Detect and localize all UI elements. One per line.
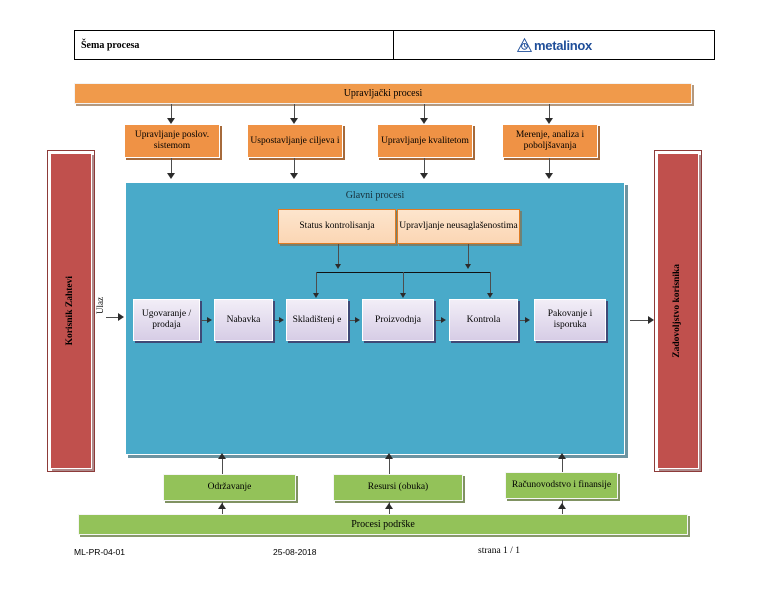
status-control-box: Status kontrolisanja [278,209,396,244]
input-label: Ulaz [95,297,105,314]
connector-mgmt-2 [294,104,295,120]
connector-chain-3-4 [435,320,444,321]
arrowhead-mgmt-main-2 [290,173,298,179]
connector-mgmt-main-4 [549,158,550,175]
customer-requirements-panel: Korisnik Zahtevi [47,150,95,472]
connector-peach-2-down [468,244,469,266]
connector-bus-storage [316,272,317,295]
connector-mgmt-main-1 [171,158,172,175]
connector-mgmt-main-2 [294,158,295,175]
connector-mgmt-1 [171,104,172,120]
support-label-0: Održavanje [207,482,252,493]
mgmt-box-label-2: Upravljanje kvalitetom [381,135,469,146]
support-processes-bar: Procesi podrške [78,514,688,535]
mgmt-box-label-0: Upravljanje poslov. sistemom [134,130,210,151]
process-label-1: Nabavka [226,314,261,325]
customer-satisfaction-label: Zadovoljstvo korisnika [672,264,683,358]
mgmt-box-goals: Uspostavljanje ciljeva i [247,124,343,158]
arrowhead-mgmt-4 [545,118,553,124]
arrowhead-chain-2-3 [355,317,360,323]
arrowhead-support-3 [558,453,566,459]
arrowhead-mgmt-main-4 [545,173,553,179]
arrowhead-mgmt-1 [167,118,175,124]
arrowhead-mgmt-main-3 [420,173,428,179]
connector-peach-1-down [338,244,339,266]
process-label-5: Pakovanje i isporuka [547,309,593,330]
logo-cell: metalinox [394,31,714,59]
page-title: Šema procesa [81,39,140,51]
arrowhead-peach-2 [465,264,471,269]
connector-support-1 [222,458,223,474]
mgmt-box-label-3: Merenje, analiza i poboljšavanja [515,130,585,151]
support-box-resources: Resursi (obuka) [333,474,463,501]
metalinox-mark-icon [516,37,533,52]
customer-requirements-label: Korisnik Zahtevi [65,276,76,346]
arrowhead-bar-support-3 [558,503,566,509]
arrowhead-bar-support-1 [218,503,226,509]
connector-chain-2-3 [349,320,357,321]
process-box-control: Kontrola [449,299,518,341]
support-box-accounting: Računovodstvo i finansije [505,472,618,499]
connector-mgmt-3 [424,104,425,120]
customer-satisfaction-panel: Zadovoljstvo korisnika [654,150,702,472]
connector-support-3 [562,458,563,474]
management-processes-bar: Upravljački procesi [74,83,692,104]
arrowhead-bar-support-2 [385,503,393,509]
connector-chain-0-1 [201,320,209,321]
document-title-cell: Šema procesa [75,31,394,59]
status-control-label: Status kontrolisanja [299,221,375,232]
arrowhead-support-1 [218,453,226,459]
mgmt-box-measurement: Merenje, analiza i poboljšavanja [502,124,598,158]
connector-output [630,320,652,321]
management-bar-label: Upravljački procesi [343,87,423,99]
footer-page: strana 1 / 1 [478,546,520,556]
arrowhead-mgmt-main-1 [167,173,175,179]
process-box-storage: Skladištenj e [286,299,348,341]
process-label-0: Ugovaranje / prodaja [141,309,192,330]
support-label-2: Računovodstvo i finansije [511,480,612,491]
arrowhead-bus-production [400,293,406,298]
arrowhead-bus-control [487,293,493,298]
connector-mgmt-main-3 [424,158,425,175]
arrowhead-chain-0-1 [207,317,212,323]
arrowhead-output [648,316,654,324]
arrowhead-chain-4-5 [525,317,530,323]
connector-support-2 [389,458,390,474]
arrowhead-chain-3-4 [441,317,446,323]
arrowhead-mgmt-2 [290,118,298,124]
company-logo: metalinox [516,37,592,54]
footer-date: 25-08-2018 [273,547,317,557]
process-label-4: Kontrola [466,314,501,325]
arrowhead-peach-1 [335,264,341,269]
connector-chain-1-2 [274,320,281,321]
logo-text: metalinox [534,37,592,53]
mgmt-box-quality: Upravljanje kvalitetom [377,124,473,158]
process-box-procurement: Nabavka [214,299,273,341]
connector-input [106,317,120,318]
arrowhead-bus-storage [313,293,319,298]
support-bar-label: Procesi podrške [351,518,415,530]
process-box-production: Proizvodnja [362,299,434,341]
connector-mgmt-4 [549,104,550,120]
support-label-1: Resursi (obuka) [367,482,429,493]
connector-chain-4-5 [519,320,528,321]
support-box-maintenance: Održavanje [163,474,296,501]
header-table: Šema procesa metalinox [74,30,715,60]
nonconformity-management-label: Upravljanje neusaglašenostima [399,221,518,232]
arrowhead-mgmt-3 [420,118,428,124]
mgmt-box-business-system: Upravljanje poslov. sistemom [124,124,220,158]
process-label-2: Skladištenj e [292,314,342,325]
connector-bus-control [490,272,491,295]
footer-doc-code: ML-PR-04-01 [74,547,126,557]
arrowhead-support-2 [385,453,393,459]
process-box-contracting: Ugovaranje / prodaja [133,299,200,341]
connector-bus-production [403,272,404,295]
main-processes-title: Glavni procesi [345,190,405,201]
arrowhead-chain-1-2 [279,317,284,323]
arrowhead-input [118,313,124,321]
process-label-3: Proizvodnja [375,314,421,325]
process-box-packaging: Pakovanje i isporuka [534,299,606,341]
mgmt-box-label-1: Uspostavljanje ciljeva i [250,135,340,146]
nonconformity-management-box: Upravljanje neusaglašenostima [397,209,520,244]
